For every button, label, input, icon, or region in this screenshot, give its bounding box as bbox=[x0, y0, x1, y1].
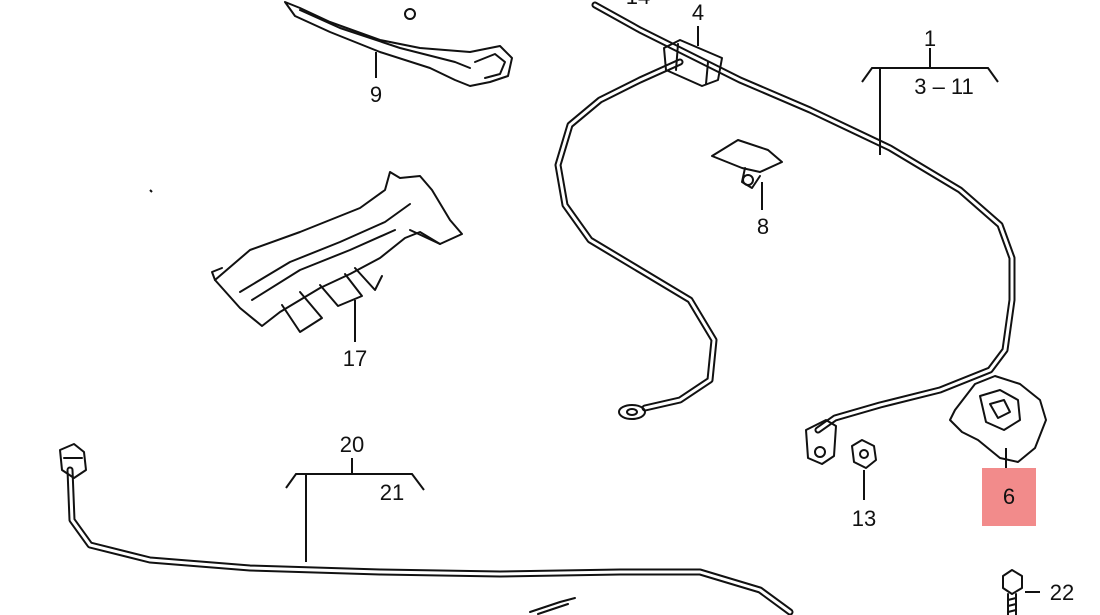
callout-8: 8 bbox=[757, 214, 769, 239]
callout-21: 21 bbox=[380, 480, 404, 505]
part-13-nut bbox=[851, 439, 877, 469]
callout-17: 17 bbox=[343, 346, 367, 371]
ring-terminal bbox=[618, 404, 646, 420]
callout-6: 6 bbox=[1003, 484, 1015, 509]
part-6-cap bbox=[949, 375, 1047, 463]
part-22-bolt bbox=[1002, 569, 1023, 615]
lug-terminal bbox=[805, 419, 837, 465]
part-9-bracket bbox=[284, 1, 513, 87]
leader-lines bbox=[149, 26, 1040, 593]
callout-4: 4 bbox=[692, 0, 704, 25]
callout-22: 22 bbox=[1050, 580, 1074, 605]
part-8-clip bbox=[711, 139, 783, 189]
part-4-connector bbox=[663, 39, 723, 87]
part-17-tray bbox=[211, 171, 463, 333]
callout-13: 13 bbox=[852, 506, 876, 531]
callout-14: 14 bbox=[626, 0, 650, 9]
part-20-lower-cable bbox=[59, 443, 794, 615]
callout-3-11: 3 – 11 bbox=[914, 74, 974, 99]
main-battery-cable bbox=[554, 1, 1016, 434]
callout-20: 20 bbox=[340, 432, 364, 457]
callout-9: 9 bbox=[370, 82, 382, 107]
highlight-box-6 bbox=[982, 468, 1036, 526]
callout-1: 1 bbox=[924, 26, 936, 51]
